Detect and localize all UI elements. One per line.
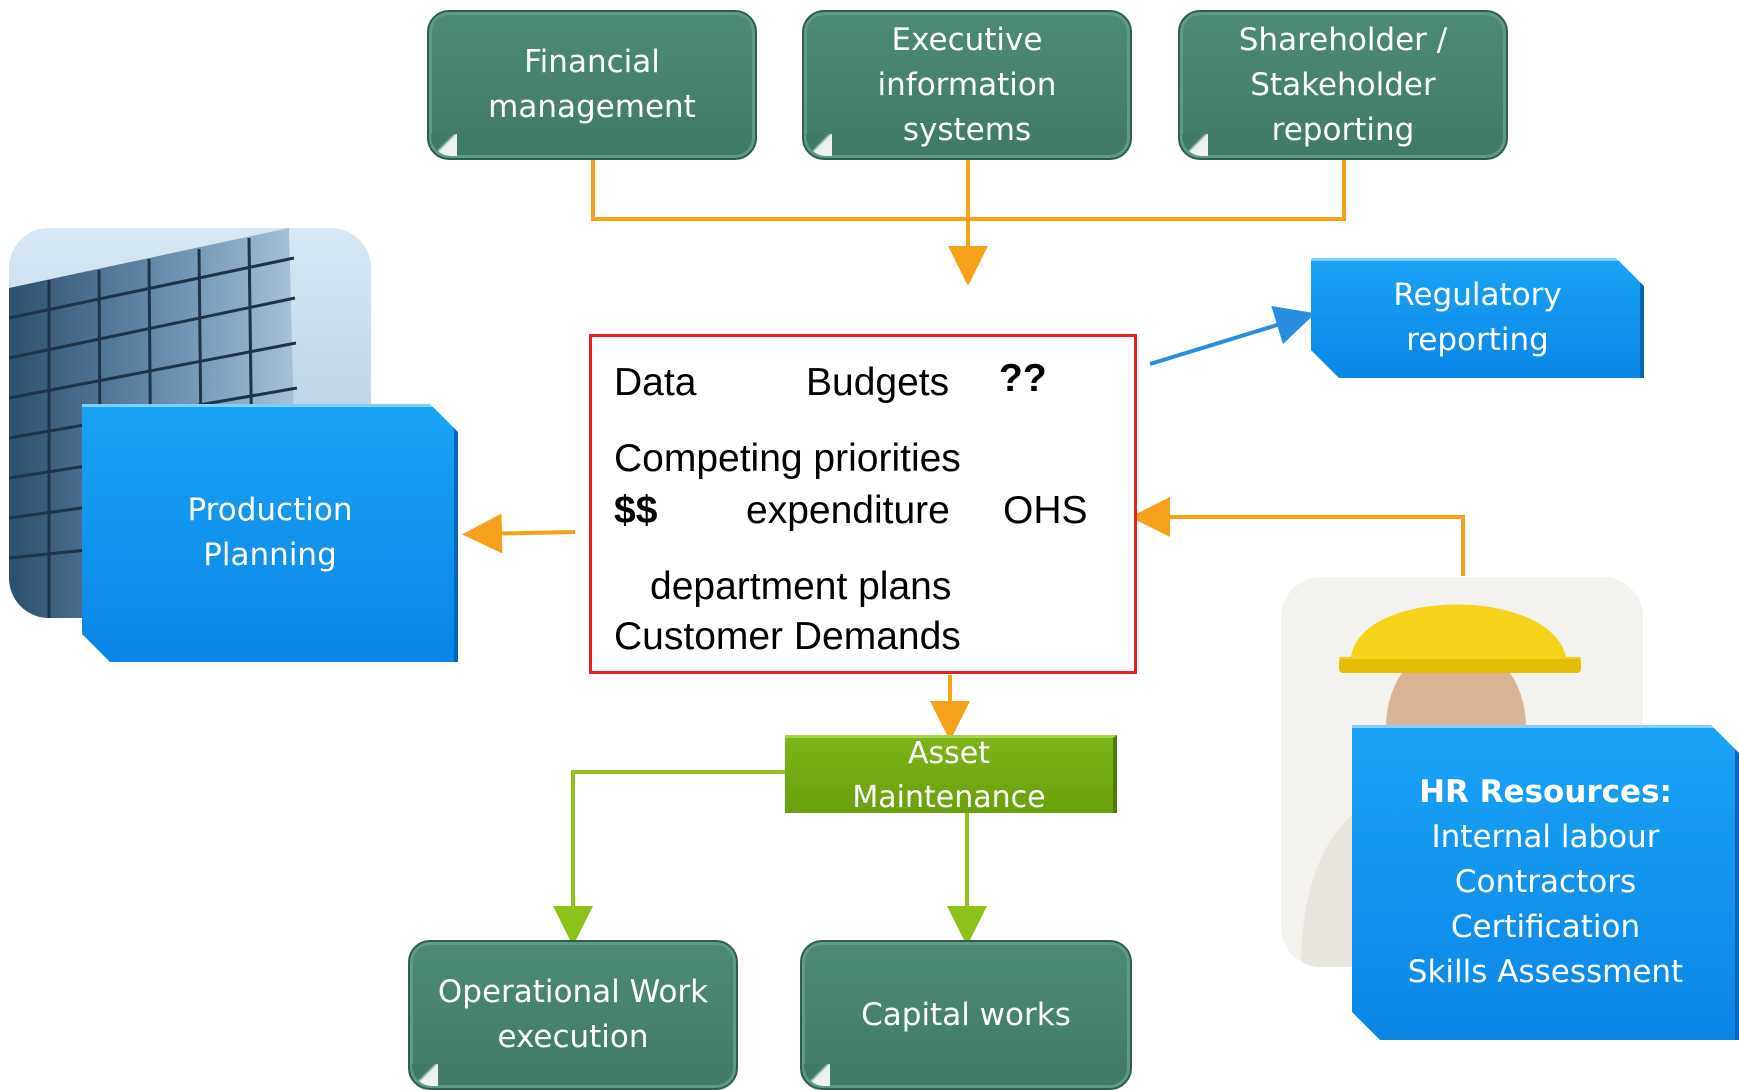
hr-title: HR Resources:: [1419, 774, 1672, 810]
hr-item: Contractors: [1454, 864, 1637, 900]
center-data: Data: [614, 361, 697, 404]
capital-line1: Capital works: [861, 996, 1071, 1033]
production-line2: Planning: [203, 537, 337, 573]
regulatory-reporting-box: Regulatory reporting: [1311, 258, 1644, 378]
executive-information-box: Executive information systems: [802, 10, 1132, 160]
production-planning-box: Production Planning: [82, 404, 458, 662]
center-department: department plans: [650, 565, 952, 608]
executive-line2: information: [877, 66, 1057, 103]
production-line1: Production: [187, 492, 353, 528]
hr-item: Skills Assessment: [1407, 954, 1684, 990]
center-dollars: $$: [614, 489, 658, 532]
hr-item: Certification: [1450, 909, 1641, 945]
shareholder-reporting-box: Shareholder / Stakeholder reporting: [1178, 10, 1508, 160]
asset-to-operational-arrow: [553, 770, 785, 946]
financial-line2: management: [488, 89, 696, 125]
to-regulatory-arrow: [1149, 305, 1316, 366]
operational-line1: Operational Work: [437, 974, 709, 1010]
operational-line2: execution: [497, 1019, 649, 1055]
regulatory-line2: reporting: [1406, 322, 1549, 358]
center-customer: Customer Demands: [614, 615, 961, 658]
capital-works-box: Capital works: [800, 940, 1132, 1090]
financial-line1: Financial: [524, 44, 660, 80]
center-ohs: OHS: [1003, 489, 1088, 532]
shareholder-line1: Shareholder /: [1238, 21, 1448, 58]
regulatory-line1: Regulatory: [1393, 277, 1562, 313]
shareholder-line2: Stakeholder: [1250, 66, 1436, 103]
operational-work-box: Operational Work execution: [408, 940, 738, 1090]
center-expenditure: expenditure: [746, 489, 950, 532]
financial-management-box: Financial management: [427, 10, 757, 160]
center-question: ??: [999, 357, 1047, 400]
executive-line1: Executive: [891, 21, 1043, 58]
shareholder-line3: reporting: [1271, 111, 1415, 148]
asset-line2: Maintenance: [852, 779, 1046, 815]
asset-line1: Asset: [907, 735, 990, 771]
central-issues-box: Data Budgets ?? Competing priorities $$ …: [589, 334, 1137, 674]
asset-maintenance-box: Asset Maintenance: [785, 735, 1117, 815]
center-competing: Competing priorities: [614, 437, 961, 480]
executive-line3: systems: [902, 111, 1032, 148]
hr-item: Internal labour: [1431, 819, 1660, 855]
to-production-arrow: [462, 513, 576, 554]
hr-resources-box: HR Resources: Internal labour Contractor…: [1352, 725, 1739, 1040]
center-budgets: Budgets: [806, 361, 950, 404]
hr-to-center-arrow: [1130, 497, 1465, 576]
